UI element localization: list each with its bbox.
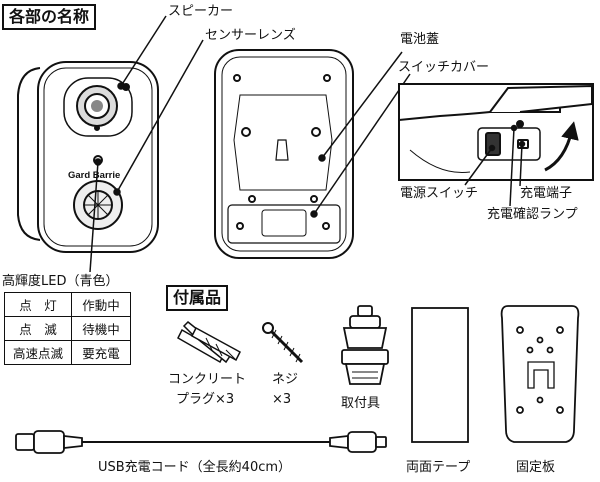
concrete-plug-illustration xyxy=(177,320,241,364)
label-mount: 取付具 xyxy=(341,396,381,411)
plate-illustration xyxy=(500,305,580,443)
label-switch-cover: スイッチカバー xyxy=(398,60,490,75)
label-tape: 両面テープ xyxy=(406,460,471,475)
led-meaning: 作動中 xyxy=(71,292,131,317)
label-led: 高輝度LED（青色） xyxy=(2,274,119,289)
label-charge-port: 充電端子 xyxy=(520,186,573,201)
label-usb-cord: USB充電コード（全長約40cm） xyxy=(98,460,292,475)
table-row: 高速点滅 要充電 xyxy=(4,340,131,365)
mount-illustration xyxy=(341,305,389,385)
led-state: 点 滅 xyxy=(4,316,72,341)
label-charge-lamp: 充電確認ランプ xyxy=(487,207,578,222)
led-meaning: 要充電 xyxy=(71,340,131,365)
label-concrete-plug-1: コンクリート xyxy=(168,372,247,387)
label-battery-cover: 電池蓋 xyxy=(400,32,440,47)
accessories-title: 付属品 xyxy=(166,285,229,311)
brand-logo: Gard Barrie xyxy=(68,170,120,181)
page-title: 各部の名称 xyxy=(2,4,97,30)
label-plate: 固定板 xyxy=(516,460,556,475)
label-speaker: スピーカー xyxy=(168,4,234,19)
device-front xyxy=(17,61,159,253)
label-screw-1: ネジ xyxy=(272,372,299,387)
label-power-switch: 電源スイッチ xyxy=(400,186,479,201)
label-concrete-plug-2: プラグ×3 xyxy=(176,392,235,407)
led-state: 高速点滅 xyxy=(4,340,72,365)
device-back xyxy=(214,49,354,259)
usb-cord-illustration xyxy=(15,430,387,454)
led-state: 点 灯 xyxy=(4,292,72,317)
led-meaning: 待機中 xyxy=(71,316,131,341)
switch-detail xyxy=(398,83,594,181)
label-sensor-lens: センサーレンズ xyxy=(205,28,296,43)
table-row: 点 滅 待機中 xyxy=(4,316,131,341)
tape-illustration xyxy=(411,307,469,443)
screw-illustration xyxy=(262,322,304,364)
led-status-table: 点 灯 作動中 点 滅 待機中 高速点滅 要充電 xyxy=(4,292,131,365)
label-screw-2: ×3 xyxy=(272,392,292,407)
table-row: 点 灯 作動中 xyxy=(4,292,131,317)
